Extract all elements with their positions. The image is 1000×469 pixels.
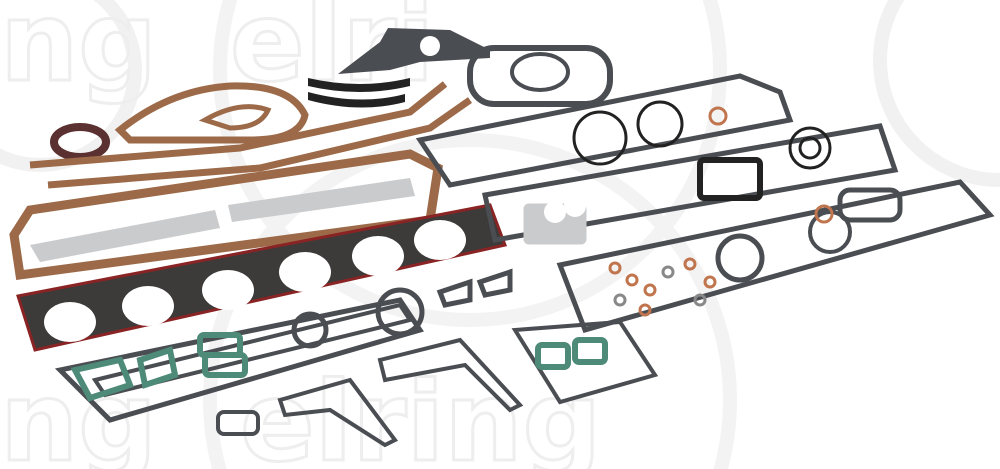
intake-manifold-gasket [54, 297, 424, 423]
o-ring-set [523, 100, 903, 317]
round-gasket [291, 311, 329, 349]
seal-strip [308, 78, 410, 92]
round-gasket [375, 287, 425, 337]
side-cover-gasket [415, 73, 794, 188]
svg-text:ng: ng [0, 0, 157, 106]
manifold-gasket [511, 319, 659, 405]
small-gasket [216, 410, 260, 436]
oil-pan-side-gasket [29, 81, 448, 169]
water-pump-gaskets [70, 332, 608, 402]
front-plate-gasket [338, 28, 490, 74]
cover-gasket [467, 45, 613, 107]
exhaust-manifold-gasket [30, 210, 220, 262]
cylinder-head-gasket [16, 203, 508, 352]
exhaust-manifold-gasket [228, 178, 415, 222]
seal-strip [308, 92, 405, 108]
side-cover-gasket [481, 123, 899, 243]
manifold-gasket [377, 337, 524, 413]
side-cover-gasket [556, 179, 995, 334]
manifold-gasket [277, 377, 399, 448]
oil-pan-side-gasket [47, 97, 473, 189]
thermostat-gasket [436, 278, 473, 308]
intake-manifold-gasket [91, 302, 414, 398]
crankshaft-seal [50, 123, 110, 161]
